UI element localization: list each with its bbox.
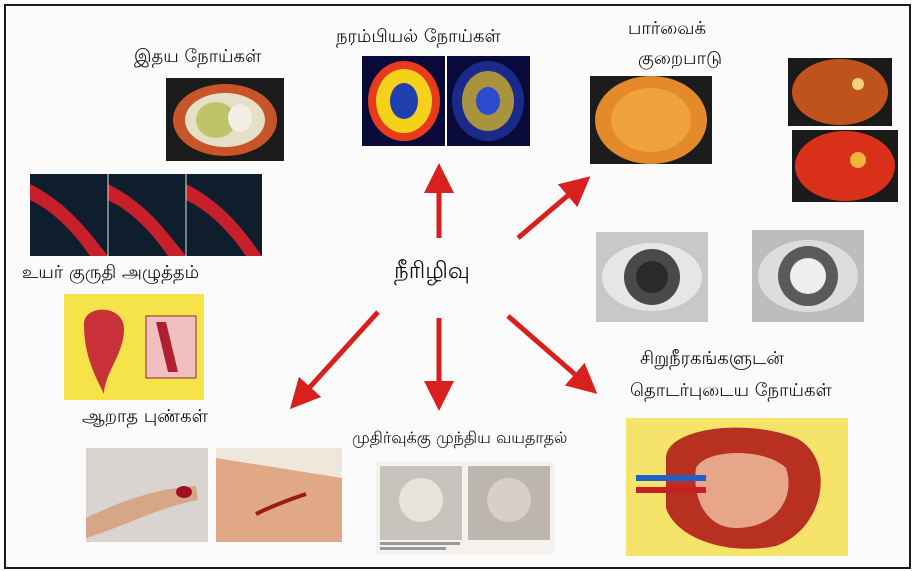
arrow-down-right bbox=[508, 316, 586, 384]
label-non-healing-wounds: ஆறாத புண்கள் bbox=[82, 406, 208, 429]
fundus-image-1 bbox=[788, 58, 892, 126]
eye-cataract-image-2 bbox=[752, 230, 864, 322]
heart-anatomy-image bbox=[64, 294, 204, 400]
eye-cataract-image-1 bbox=[596, 232, 708, 322]
label-kidney-line2: தொடர்புடைய நோய்கள் bbox=[630, 380, 832, 403]
artery-image bbox=[30, 174, 262, 256]
arrow-up-right bbox=[518, 186, 579, 238]
label-heart-disease: இதய நோய்கள் bbox=[134, 46, 261, 69]
label-neurological: நரம்பியல் நோய்கள் bbox=[336, 26, 501, 49]
label-premature-ageing: முதிர்வுக்கு முந்திய வயதாதல் bbox=[352, 428, 567, 449]
label-high-blood-pressure: உயர் குருதி அழுத்தம் bbox=[22, 262, 199, 285]
kidney-image bbox=[626, 418, 848, 556]
fundus-image-2 bbox=[792, 130, 898, 202]
label-vision-line2: குறைபாடு bbox=[638, 48, 722, 71]
brain-scan-images bbox=[362, 56, 530, 146]
finger-wound-image bbox=[86, 448, 208, 542]
heart-cross-section-image bbox=[166, 78, 284, 161]
retina-image bbox=[590, 76, 712, 164]
arrow-down-left bbox=[300, 312, 378, 398]
diagram-frame: நீரிழிவு இதய நோய்கள் நரம்பியல் நோய்கள் ப… bbox=[4, 4, 911, 569]
label-vision-line1: பார்வைக் bbox=[628, 18, 706, 41]
label-kidney-line1: சிறுநீரகங்களுடன் bbox=[640, 348, 784, 371]
center-label: நீரிழிவு bbox=[394, 258, 470, 287]
leg-wound-image bbox=[216, 448, 342, 542]
ageing-faces-image bbox=[376, 462, 554, 554]
